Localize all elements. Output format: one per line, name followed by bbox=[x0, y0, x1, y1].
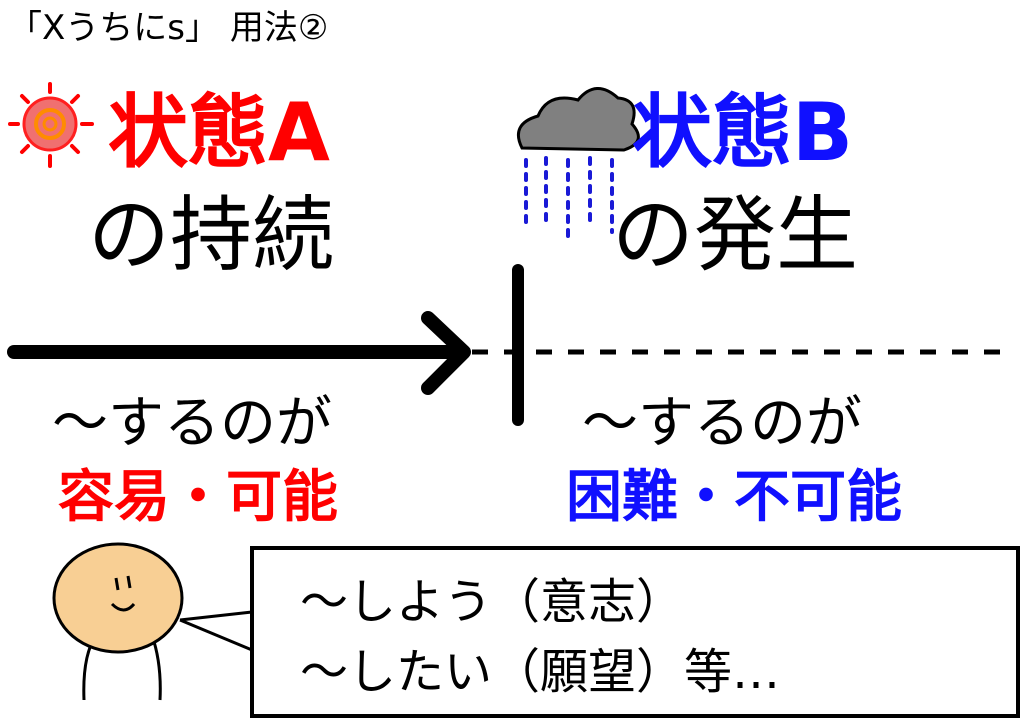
state-b-label: 状態B bbox=[632, 86, 853, 179]
timeline-arrow bbox=[7, 264, 524, 426]
page-title: 「Xうちにs」 用法② bbox=[8, 8, 329, 48]
state-a-result: 容易・可能 bbox=[58, 465, 338, 530]
state-a-suru: ～するのが bbox=[52, 391, 332, 456]
state-a-verb: の持続 bbox=[88, 188, 335, 283]
speech-bubble bbox=[250, 546, 1020, 718]
state-b-suru: ～するのが bbox=[582, 391, 862, 456]
speech-line-2: ～したい（願望）等… bbox=[300, 644, 781, 700]
sun-icon bbox=[8, 82, 94, 168]
state-b-result: 困難・不可能 bbox=[566, 465, 902, 530]
speech-line-1: ～しよう（意志） bbox=[300, 574, 685, 630]
state-b-verb: の発生 bbox=[612, 188, 859, 283]
character-icon bbox=[52, 542, 184, 701]
state-a-label: 状態A bbox=[108, 86, 330, 179]
rain-cloud-icon bbox=[517, 87, 640, 240]
speech-tail bbox=[179, 610, 253, 652]
